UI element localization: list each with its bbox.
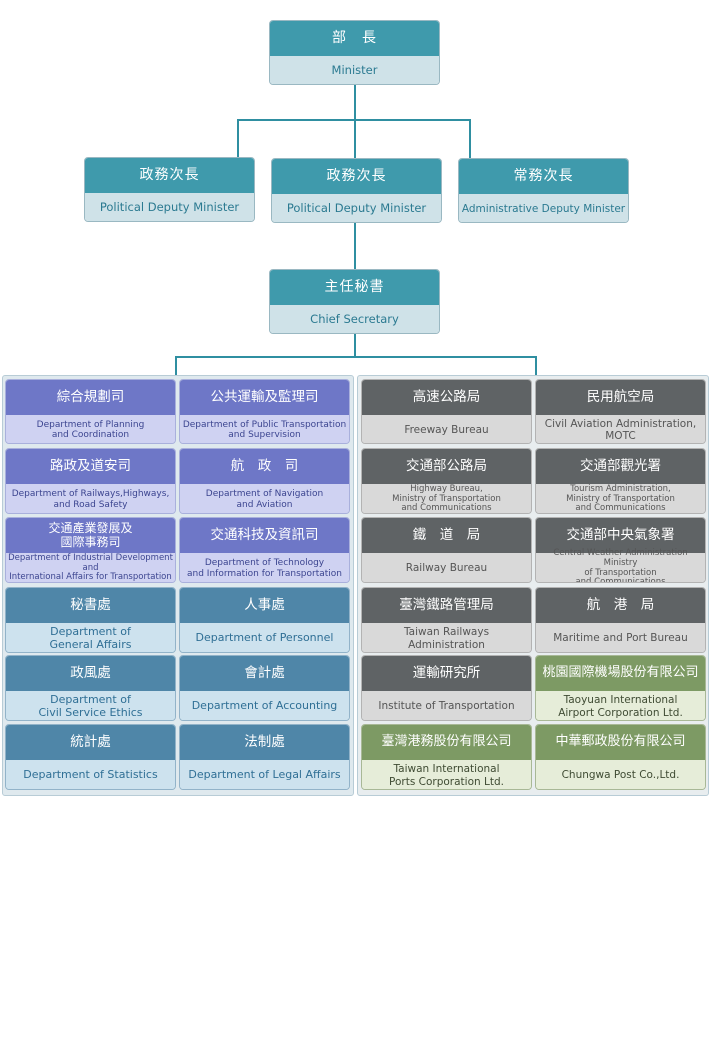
department-name-zh: 人事處 [180,588,349,623]
department-name-zh: 統計處 [6,725,175,760]
agency-name-zh: 臺灣港務股份有限公司 [362,725,531,760]
deputy-minister-box-2: 政務次長 Political Deputy Minister [271,158,442,223]
department-name-zh: 綜合規劃司 [6,380,175,415]
agency-name-zh: 民用航空局 [536,380,705,415]
connector-line [175,356,537,358]
agency-name-en: Central Weather Administration Ministry … [536,548,705,582]
department-name-en: Department of Technology and Information… [180,553,349,582]
minister-title-en: Minister [270,56,439,84]
agency-name-zh: 中華郵政股份有限公司 [536,725,705,760]
agency-name-zh: 交通部中央氣象署 [536,518,705,553]
connector-line [175,356,177,376]
department-name-zh: 會計處 [180,656,349,691]
agency-name-zh: 桃園國際機場股份有限公司 [536,656,705,691]
connector-line [469,119,471,158]
connector-line [237,119,471,121]
chief-secretary-title-en: Chief Secretary [270,305,439,333]
department-name-zh: 公共運輸及監理司 [180,380,349,415]
agency-name-en: Taiwan Railways Administration [362,623,531,652]
agency-name-zh: 航 港 局 [536,588,705,623]
chief-secretary-box: 主任秘書 Chief Secretary [269,269,440,334]
department-name-zh: 交通產業發展及 國際事務司 [6,518,175,553]
agency-name-zh: 鐵 道 局 [362,518,531,553]
admin-deputy-title-en: Administrative Deputy Minister [459,194,628,222]
agency-name-zh: 交通部觀光署 [536,449,705,484]
agency-name-en: Maritime and Port Bureau [536,623,705,652]
department-name-zh: 航 政 司 [180,449,349,484]
admin-deputy-title-zh: 常務次長 [459,159,628,194]
agency-name-en: Civil Aviation Administration, MOTC [536,415,705,443]
deputy-title-en: Political Deputy Minister [272,194,441,222]
agency-name-en: Institute of Transportation [362,691,531,720]
department-name-en: Department of Accounting [180,691,349,720]
chief-secretary-title-zh: 主任秘書 [270,270,439,305]
department-name-en: Department of Navigation and Aviation [180,484,349,513]
connector-line [354,333,356,358]
agency-name-en: Taoyuan International Airport Corporatio… [536,691,705,720]
deputy-title-zh: 政務次長 [272,159,441,194]
agency-name-zh: 臺灣鐵路管理局 [362,588,531,623]
agency-name-zh: 高速公路局 [362,380,531,415]
department-name-en: Department of Public Transportation and … [180,415,349,443]
admin-deputy-minister-box: 常務次長 Administrative Deputy Minister [458,158,629,223]
department-name-en: Department of Legal Affairs [180,760,349,789]
department-name-en: Department of Planning and Coordination [6,415,175,443]
minister-box: 部 長 Minister [269,20,440,85]
department-name-en: Department of Civil Service Ethics [6,691,175,720]
connector-line [535,356,537,376]
agency-name-en: Railway Bureau [362,553,531,582]
department-name-en: Department of General Affairs [6,623,175,652]
deputy-minister-box-1: 政務次長 Political Deputy Minister [84,157,255,222]
deputy-title-en: Political Deputy Minister [85,193,254,221]
department-name-en: Department of Personnel [180,623,349,652]
department-name-zh: 路政及道安司 [6,449,175,484]
department-name-en: Department of Railways,Highways, and Roa… [6,484,175,513]
agency-name-en: Chungwa Post Co.,Ltd. [536,760,705,789]
department-name-en: Department of Statistics [6,760,175,789]
department-name-zh: 政風處 [6,656,175,691]
agency-name-zh: 運輸研究所 [362,656,531,691]
deputy-title-zh: 政務次長 [85,158,254,193]
agency-name-en: Freeway Bureau [362,415,531,443]
agency-name-en: Taiwan International Ports Corporation L… [362,760,531,789]
department-name-zh: 交通科技及資訊司 [180,518,349,553]
minister-title-zh: 部 長 [270,21,439,56]
connector-line [237,119,239,158]
agency-name-en: Highway Bureau, Ministry of Transportati… [362,484,531,513]
department-name-en: Department of Industrial Development and… [6,553,175,582]
agency-name-zh: 交通部公路局 [362,449,531,484]
department-name-zh: 法制處 [180,725,349,760]
agency-name-en: Tourism Administration, Ministry of Tran… [536,484,705,513]
department-name-zh: 秘書處 [6,588,175,623]
